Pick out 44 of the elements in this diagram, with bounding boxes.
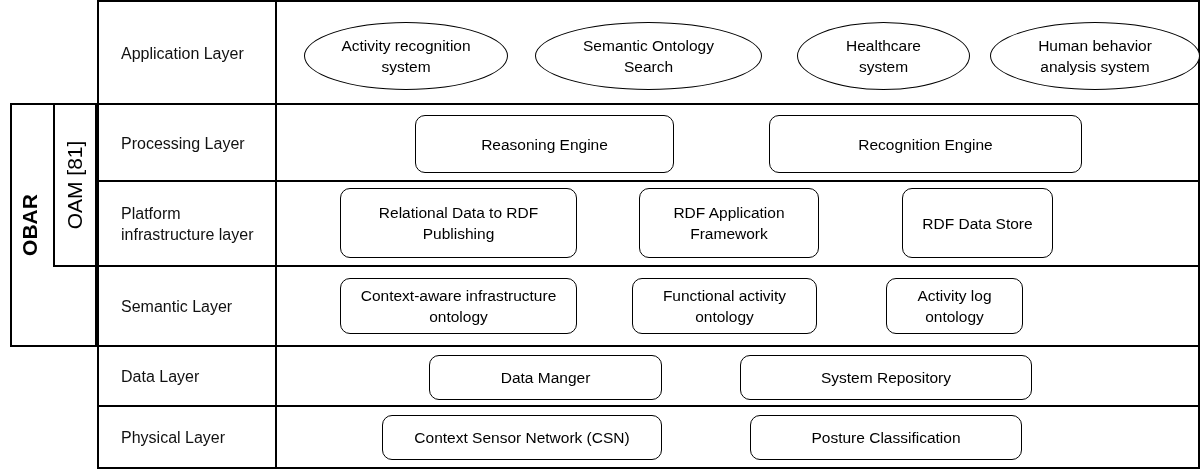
component-label: Relational Data to RDF Publishing: [377, 203, 540, 244]
component-box: [750, 415, 1022, 460]
component-label: Context Sensor Network (CSN): [413, 428, 631, 448]
component-box: [340, 278, 577, 334]
component-label: Semantic Ontology Search: [582, 36, 715, 77]
component-box: [639, 188, 819, 258]
layer-band: [97, 103, 1200, 182]
layer-label: Semantic Layer: [121, 296, 234, 317]
layer-band: [97, 265, 1200, 347]
component-box: [415, 115, 674, 173]
component-label: Posture Classification: [810, 428, 962, 448]
component-box: [902, 188, 1053, 258]
component-label: Human behavior analysis system: [1037, 36, 1153, 77]
component-box: [886, 278, 1023, 334]
component-label: System Repository: [819, 368, 953, 388]
component-box: [632, 278, 817, 334]
component-box: [382, 415, 662, 460]
layer-band: [97, 0, 1200, 105]
layer-band: [97, 345, 1200, 407]
layer-label: Physical Layer: [121, 427, 227, 448]
layer-label: Platform infrastructure layer: [121, 203, 255, 245]
component-label: RDF Application Framework: [672, 203, 786, 244]
component-label: Activity log ontology: [916, 286, 993, 327]
component-label: Healthcare system: [845, 36, 922, 77]
layer-band: [97, 180, 1200, 267]
band-label: OBAR: [18, 194, 42, 256]
vertical-band: [53, 103, 97, 267]
component-label: Data Manger: [499, 368, 592, 388]
component-label: Context-aware infrastructure ontology: [359, 286, 558, 327]
vertical-band: [10, 103, 97, 347]
component-label: Recognition Engine: [857, 134, 994, 155]
layer-label: Processing Layer: [121, 133, 246, 153]
component-box: [769, 115, 1082, 173]
layer-label: Application Layer: [121, 43, 245, 63]
component-box: [429, 355, 662, 400]
component-box: [740, 355, 1032, 400]
layer-label: Data Layer: [121, 366, 201, 387]
component-label: Functional activity ontology: [661, 286, 788, 327]
component-label: Reasoning Engine: [480, 134, 609, 155]
layer-band: [97, 405, 1200, 469]
component-box: [340, 188, 577, 258]
component-label: Activity recognition system: [340, 36, 472, 77]
band-label: OAM [81]: [63, 140, 87, 230]
component-label: RDF Data Store: [921, 213, 1034, 234]
